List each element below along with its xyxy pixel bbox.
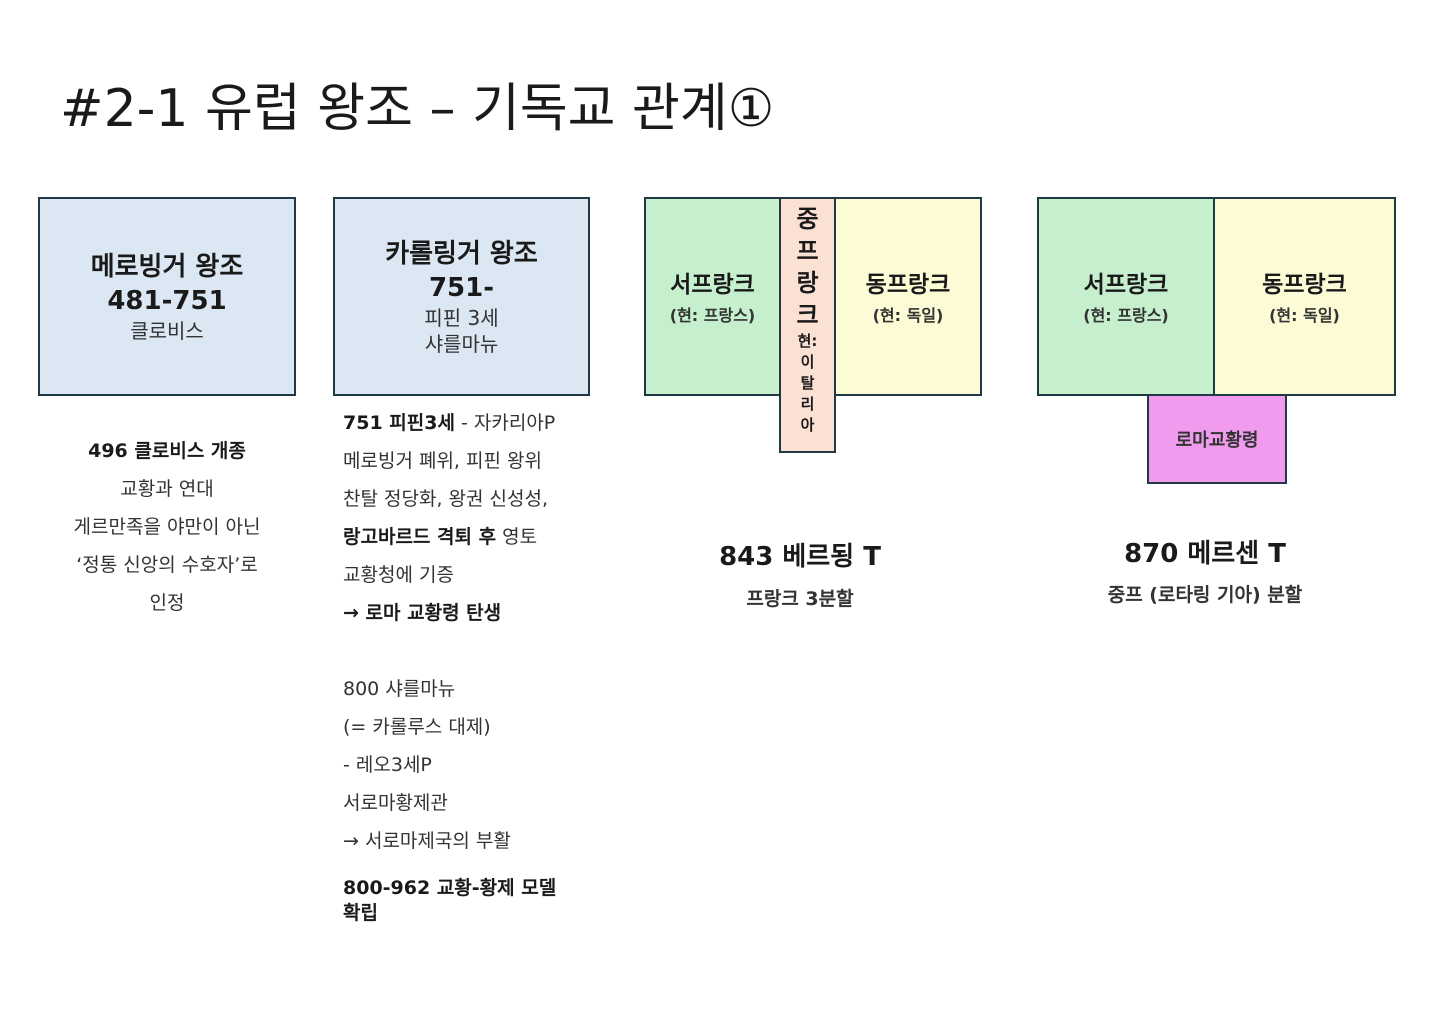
papal-states-box: 로마교황령: [1147, 394, 1287, 484]
region-sub: 리: [800, 395, 815, 413]
verdun-event: 843 베르됭 T: [719, 542, 881, 572]
dynasty-king: 피핀 3세: [424, 305, 499, 330]
carolingian-box: 카롤링거 왕조 751- 피핀 3세 샤를마뉴: [333, 197, 590, 396]
region-char: 중: [796, 205, 819, 233]
note: 교황과 연대: [120, 478, 214, 500]
note: - 자카리아P: [454, 412, 556, 434]
note: 찬탈 정당화, 왕권 신성성,: [343, 488, 548, 510]
region-sub: (현: 독일): [872, 305, 944, 325]
note-bold: 랑고바르드 격퇴 후: [343, 526, 497, 548]
region-sub: (현: 독일): [1269, 305, 1340, 325]
note: 영토: [496, 526, 538, 548]
dynasty-years: 481-751: [107, 285, 227, 316]
page-title: #2-1 유럽 왕조 – 기독교 관계①: [60, 79, 775, 139]
note: 800 샤를마뉴: [343, 678, 456, 700]
dynasty-king: 샤를마뉴: [424, 331, 499, 356]
note-bold: 751 피핀3세: [343, 412, 455, 434]
middle-francia-box: 중 프 랑 크 현: 이 탈 리 아: [779, 197, 836, 453]
region-name: 서프랑크: [1083, 271, 1169, 298]
region-char: 크: [796, 301, 819, 329]
note: 인정: [149, 592, 185, 614]
west-francia-box: 서프랑크 (현: 프랑스): [1037, 197, 1215, 396]
region-sub: 현:: [797, 332, 818, 350]
region-sub: (현: 프랑스): [1083, 305, 1169, 325]
region-sub: (현: 프랑스): [669, 305, 756, 325]
region-name: 서프랑크: [670, 271, 755, 298]
note: 교황청에 기증: [343, 564, 454, 586]
note-bold: 확립: [343, 902, 378, 924]
region-name: 동프랑크: [865, 271, 951, 298]
west-francia-box: 서프랑크 (현: 프랑스): [644, 197, 781, 396]
east-francia-box: 동프랑크 (현: 독일): [834, 197, 982, 396]
dynasty-king: 클로비스: [130, 318, 204, 343]
mersen-event: 870 메르센 T: [1124, 539, 1286, 569]
merovingian-notes: 496 클로비스 개종 교황과 연대 게르만족을 야만이 아닌 ‘정통 신앙의 …: [38, 432, 296, 622]
note: ‘정통 신앙의 수호자’로: [76, 554, 258, 576]
region-sub: 탈: [800, 374, 815, 392]
region-char: 프: [796, 237, 819, 265]
region-name: 로마교황령: [1175, 430, 1259, 451]
note: 메로빙거 폐위, 피핀 왕위: [343, 450, 542, 472]
verdun-desc: 프랑크 3분할: [746, 588, 854, 610]
mersen-desc: 중프 (로타링 기아) 분할: [1107, 584, 1303, 606]
note: (= 카롤루스 대제): [343, 716, 491, 738]
note: → 서로마제국의 부활: [343, 830, 511, 852]
region-char: 랑: [796, 269, 819, 297]
note-bold: → 로마 교황령 탄생: [343, 602, 502, 624]
dynasty-years: 751-: [428, 272, 495, 303]
east-francia-box: 동프랑크 (현: 독일): [1213, 197, 1396, 396]
dynasty-name: 카롤링거 왕조: [385, 238, 538, 269]
note-bold: 800-962 교황-황제 모델: [343, 877, 557, 899]
region-sub: 아: [800, 416, 815, 434]
note: 서로마황제관: [343, 792, 448, 814]
dynasty-name: 메로빙거 왕조: [90, 251, 244, 282]
merovingian-box: 메로빙거 왕조 481-751 클로비스: [38, 197, 296, 396]
note: 게르만족을 야만이 아닌: [73, 516, 261, 538]
carolingian-notes: 751 피핀3세 - 자카리아P 메로빙거 폐위, 피핀 왕위 찬탈 정당화, …: [343, 404, 603, 926]
note: - 레오3세P: [343, 754, 432, 776]
region-name: 동프랑크: [1262, 271, 1347, 298]
note: 496 클로비스 개종: [88, 440, 246, 462]
region-sub: 이: [800, 353, 815, 371]
